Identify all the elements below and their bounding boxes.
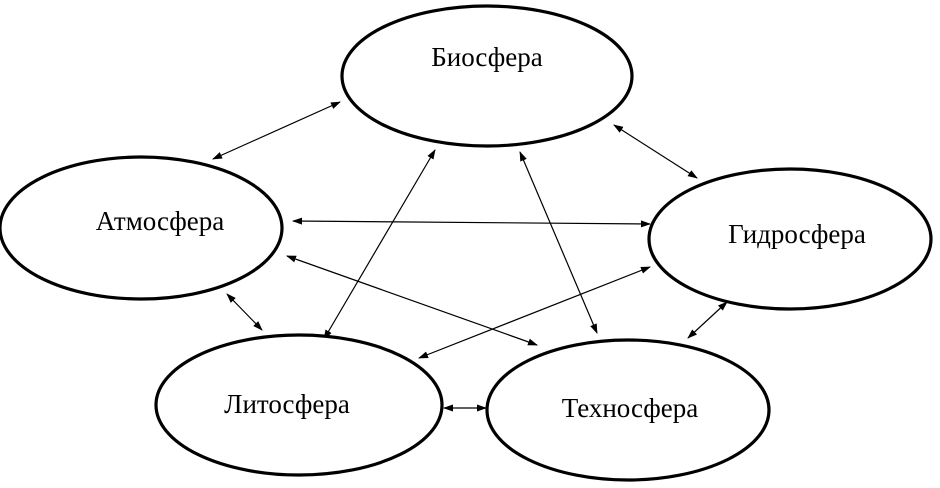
edge-hydrosphere-lithosphere	[418, 266, 651, 359]
node-hydrosphere-label: Гидросфера	[728, 219, 866, 249]
node-atmosphere-label: Атмосфера	[96, 206, 225, 236]
node-hydrosphere: Гидросфера	[647, 167, 933, 311]
node-technosphere: Техносфера	[485, 338, 771, 482]
node-biosphere-ellipse	[340, 4, 634, 148]
edge-atmosphere-lithosphere	[226, 293, 263, 331]
node-biosphere-label: Биосфера	[431, 42, 542, 72]
node-lithosphere: Литосфера	[154, 333, 444, 477]
edge-hydrosphere-technosphere	[687, 301, 728, 339]
node-lithosphere-ellipse	[154, 333, 444, 477]
node-technosphere-ellipse	[485, 338, 771, 482]
node-atmosphere: Атмосфера	[0, 155, 284, 301]
node-hydrosphere-ellipse	[647, 167, 933, 311]
edge-biosphere-lithosphere	[323, 149, 436, 340]
edge-atmosphere-technosphere	[286, 255, 538, 346]
edge-atmosphere-hydrosphere	[292, 217, 651, 228]
node-technosphere-label: Техносфера	[562, 393, 699, 423]
edge-atmosphere-biosphere	[212, 101, 341, 160]
node-biosphere: Биосфера	[340, 4, 634, 148]
edges	[212, 101, 728, 412]
edge-biosphere-technosphere	[519, 151, 598, 334]
edge-biosphere-hydrosphere	[613, 124, 698, 179]
node-lithosphere-label: Литосфера	[224, 389, 350, 419]
node-atmosphere-ellipse	[0, 155, 284, 301]
